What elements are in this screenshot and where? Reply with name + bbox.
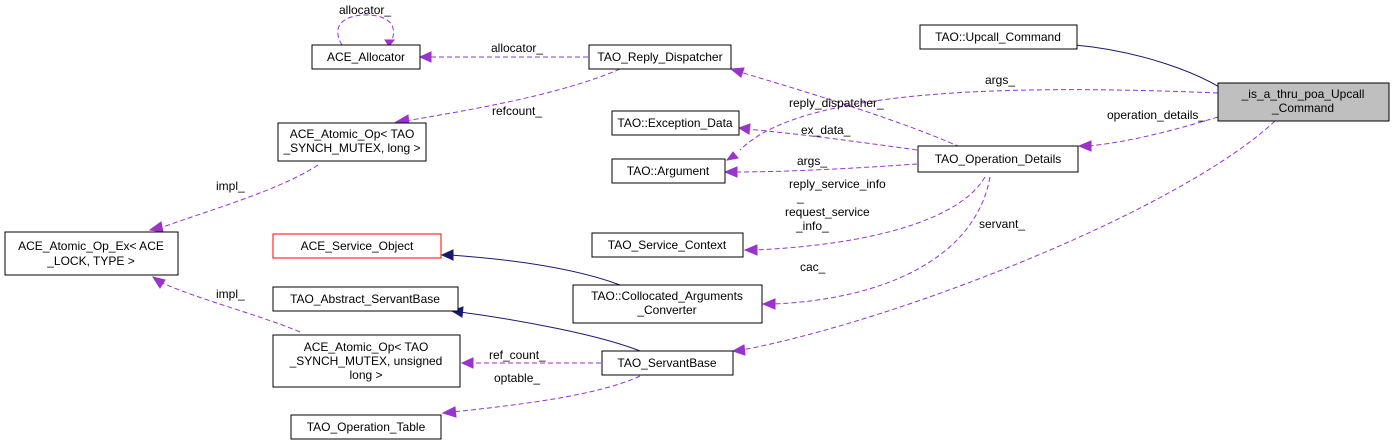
edge-label-reply-service-info-3: request_service	[785, 205, 870, 219]
svg-text:_Command: _Command	[1271, 101, 1334, 115]
edge-ref-count	[460, 357, 601, 369]
edge-label-cac: cac_	[800, 260, 826, 274]
node-servant-base[interactable]: TAO_ServantBase	[601, 350, 734, 376]
node-operation-table[interactable]: TAO_Operation_Table	[290, 414, 442, 440]
svg-text:ACE_Atomic_Op< TAO: ACE_Atomic_Op< TAO	[290, 127, 415, 141]
edge-label-reply-service-info-4: _info_	[795, 219, 829, 233]
edge-impl-ulong	[151, 276, 301, 333]
edge-servant	[731, 120, 1276, 356]
svg-text:TAO_Operation_Details: TAO_Operation_Details	[935, 152, 1062, 166]
edge-allocator-self	[337, 14, 396, 47]
node-upcall-command[interactable]: TAO::Upcall_Command	[919, 24, 1078, 50]
node-atomic-op-ex[interactable]: ACE_Atomic_Op_Ex< ACE _LOCK, TYPE >	[4, 231, 179, 276]
svg-text:_LOCK, TYPE >: _LOCK, TYPE >	[46, 254, 135, 268]
node-ace-allocator[interactable]: ACE_Allocator	[311, 44, 421, 70]
node-argument[interactable]: TAO::Argument	[611, 158, 726, 184]
node-atomic-op-long[interactable]: ACE_Atomic_Op< TAO _SYNCH_MUTEX, long >	[277, 122, 427, 162]
edge-service-context	[743, 176, 986, 256]
edge-label-impl-ulong: impl_	[216, 287, 245, 301]
edge-allocator	[418, 51, 588, 63]
svg-text:TAO_Operation_Table: TAO_Operation_Table	[307, 420, 426, 434]
svg-text:long >: long >	[349, 368, 382, 382]
node-atomic-op-ulong[interactable]: ACE_Atomic_Op< TAO _SYNCH_MUTEX, unsigne…	[272, 334, 461, 388]
svg-text:ACE_Service_Object: ACE_Service_Object	[301, 239, 414, 253]
edge-impl-long	[148, 164, 319, 233]
svg-text:TAO::Argument: TAO::Argument	[627, 164, 710, 178]
edge-label-allocator-self: allocator_	[339, 3, 391, 17]
edge-args-root	[725, 89, 1219, 161]
svg-text:_is_a_thru_poa_Upcall: _is_a_thru_poa_Upcall	[1241, 87, 1365, 101]
edge-label-reply-service-info-1: reply_service_info	[789, 177, 886, 191]
edge-args-op	[723, 163, 918, 178]
edge-collocated-inherits-service-object	[440, 249, 621, 286]
edge-reply-dispatcher	[729, 67, 961, 148]
edge-optable	[441, 375, 641, 418]
node-ace-service-object[interactable]: ACE_Service_Object	[272, 233, 442, 259]
edge-label-refcount: refcount_	[492, 104, 542, 118]
edge-operation-details	[1077, 116, 1219, 152]
edge-label-impl-long: impl_	[216, 179, 245, 193]
node-reply-dispatcher[interactable]: TAO_Reply_Dispatcher	[588, 44, 732, 70]
edge-label-allocator: allocator_	[491, 41, 543, 55]
edge-label-optable: optable_	[494, 371, 540, 385]
svg-text:TAO_ServantBase: TAO_ServantBase	[617, 356, 716, 370]
edge-label-ex-data: ex_data_	[801, 123, 851, 137]
edge-label-reply-dispatcher: reply_dispatcher_	[789, 96, 884, 110]
svg-text:TAO::Upcall_Command: TAO::Upcall_Command	[935, 30, 1061, 44]
node-operation-details[interactable]: TAO_Operation_Details	[917, 145, 1079, 173]
edge-label-args-root: args_	[985, 73, 1015, 87]
edge-label-args-op: args_	[797, 154, 827, 168]
svg-text:TAO::Exception_Data: TAO::Exception_Data	[617, 116, 732, 130]
edge-label-operation-details: operation_details_	[1107, 108, 1205, 122]
svg-text:TAO_Abstract_ServantBase: TAO_Abstract_ServantBase	[290, 292, 440, 306]
svg-text:ACE_Atomic_Op_Ex< ACE: ACE_Atomic_Op_Ex< ACE	[18, 239, 164, 253]
svg-text:ACE_Allocator: ACE_Allocator	[327, 50, 405, 64]
edge-ex-data	[737, 123, 918, 151]
edge-label-servant: servant_	[979, 217, 1025, 231]
node-is-a-thru-poa-upcall-command[interactable]: _is_a_thru_poa_Upcall _Command	[1217, 82, 1390, 122]
node-service-context[interactable]: TAO_Service_Context	[591, 232, 744, 258]
node-abstract-servant-base[interactable]: TAO_Abstract_ServantBase	[272, 286, 459, 312]
node-collocated-arguments-converter[interactable]: TAO::Collocated_Arguments _Converter	[572, 284, 763, 324]
svg-text:ACE_Atomic_Op< TAO: ACE_Atomic_Op< TAO	[304, 340, 429, 354]
svg-text:TAO_Service_Context: TAO_Service_Context	[608, 238, 727, 252]
svg-text:_Converter: _Converter	[636, 303, 696, 317]
edge-root-inherits-upcall-command	[1063, 39, 1244, 105]
edge-label-ref-count: ref_count_	[489, 348, 546, 362]
svg-text:_SYNCH_MUTEX, unsigned: _SYNCH_MUTEX, unsigned	[289, 354, 443, 368]
svg-text:TAO::Collocated_Arguments: TAO::Collocated_Arguments	[591, 289, 743, 303]
edge-label-reply-service-info-2: _	[796, 190, 804, 204]
edge-cac	[761, 176, 991, 310]
node-exception-data[interactable]: TAO::Exception_Data	[611, 110, 740, 136]
svg-text:_SYNCH_MUTEX, long >: _SYNCH_MUTEX, long >	[282, 141, 420, 155]
svg-text:TAO_Reply_Dispatcher: TAO_Reply_Dispatcher	[597, 50, 722, 64]
